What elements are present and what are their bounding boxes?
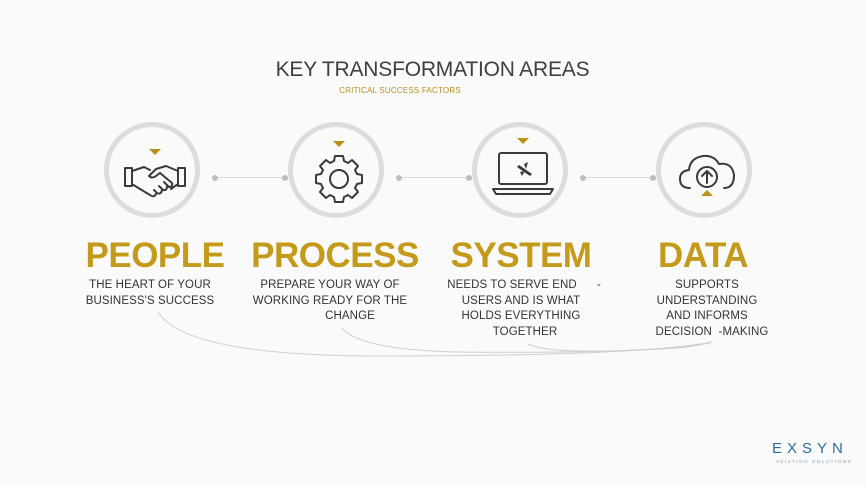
description-line: TOGETHER: [492, 325, 558, 338]
people-circle: [104, 122, 200, 218]
description-line: BUSINESS'S SUCCESS: [85, 294, 215, 307]
page-title: KEY TRANSFORMATION AREAS: [275, 58, 590, 81]
curve: [527, 341, 711, 352]
gear-icon: [315, 141, 363, 203]
curve: [341, 327, 711, 353]
page-subtitle: CRITICAL SUCCESS FACTORS: [339, 86, 461, 95]
connector-line: [398, 177, 470, 178]
connector-dot: [396, 175, 402, 181]
description-line: THE HEART OF YOUR: [89, 279, 211, 291]
description-line: PREPARE YOUR WAY OF: [260, 279, 400, 291]
people-heading: PEOPLE: [85, 236, 225, 275]
connector-dot: [212, 175, 218, 181]
data-heading: DATA: [657, 236, 749, 275]
process-heading: PROCESS: [251, 236, 419, 275]
connector-dot: [282, 175, 288, 181]
system-description: NEEDS TO SERVE END USERS AND IS WHAT HOL…: [436, 278, 606, 340]
system-heading: SYSTEM: [450, 236, 592, 275]
curve: [157, 311, 713, 357]
description-line: CHANGE: [325, 310, 375, 322]
system-stray-mark: -: [597, 279, 601, 291]
laptop-plane-icon: [492, 138, 554, 195]
data-description: SUPPORTS UNDERSTANDING AND INFORMS DECIS…: [622, 278, 792, 340]
people-description: THE HEART OF YOUR BUSINESS'S SUCCESS: [70, 278, 230, 309]
description-line: HOLDS EVERYTHING: [461, 310, 581, 322]
connector-dot: [466, 175, 472, 181]
connector-line: [582, 177, 654, 178]
description-line: NEEDS TO SERVE END: [447, 279, 577, 291]
data-circle: [656, 122, 752, 218]
connector-dot: [580, 175, 586, 181]
connector-dot: [650, 175, 656, 181]
description-line: UNDERSTANDING: [656, 294, 758, 307]
description-line: DECISION -MAKING: [655, 325, 769, 338]
company-tagline: AVIATION SOLUTIONS: [776, 459, 853, 464]
description-line: AND INFORMS: [666, 310, 748, 322]
handshake-icon: [124, 149, 186, 198]
cloud-upload-icon: [679, 154, 735, 196]
process-description: PREPARE YOUR WAY OF WORKING READY FOR TH…: [240, 278, 420, 325]
connector-line: [214, 177, 286, 178]
description-line: USERS AND IS WHAT: [461, 294, 581, 307]
description-line: SUPPORTS: [675, 279, 739, 291]
description-line: WORKING READY FOR THE: [252, 294, 408, 307]
company-logo: EXSYN: [772, 440, 848, 457]
